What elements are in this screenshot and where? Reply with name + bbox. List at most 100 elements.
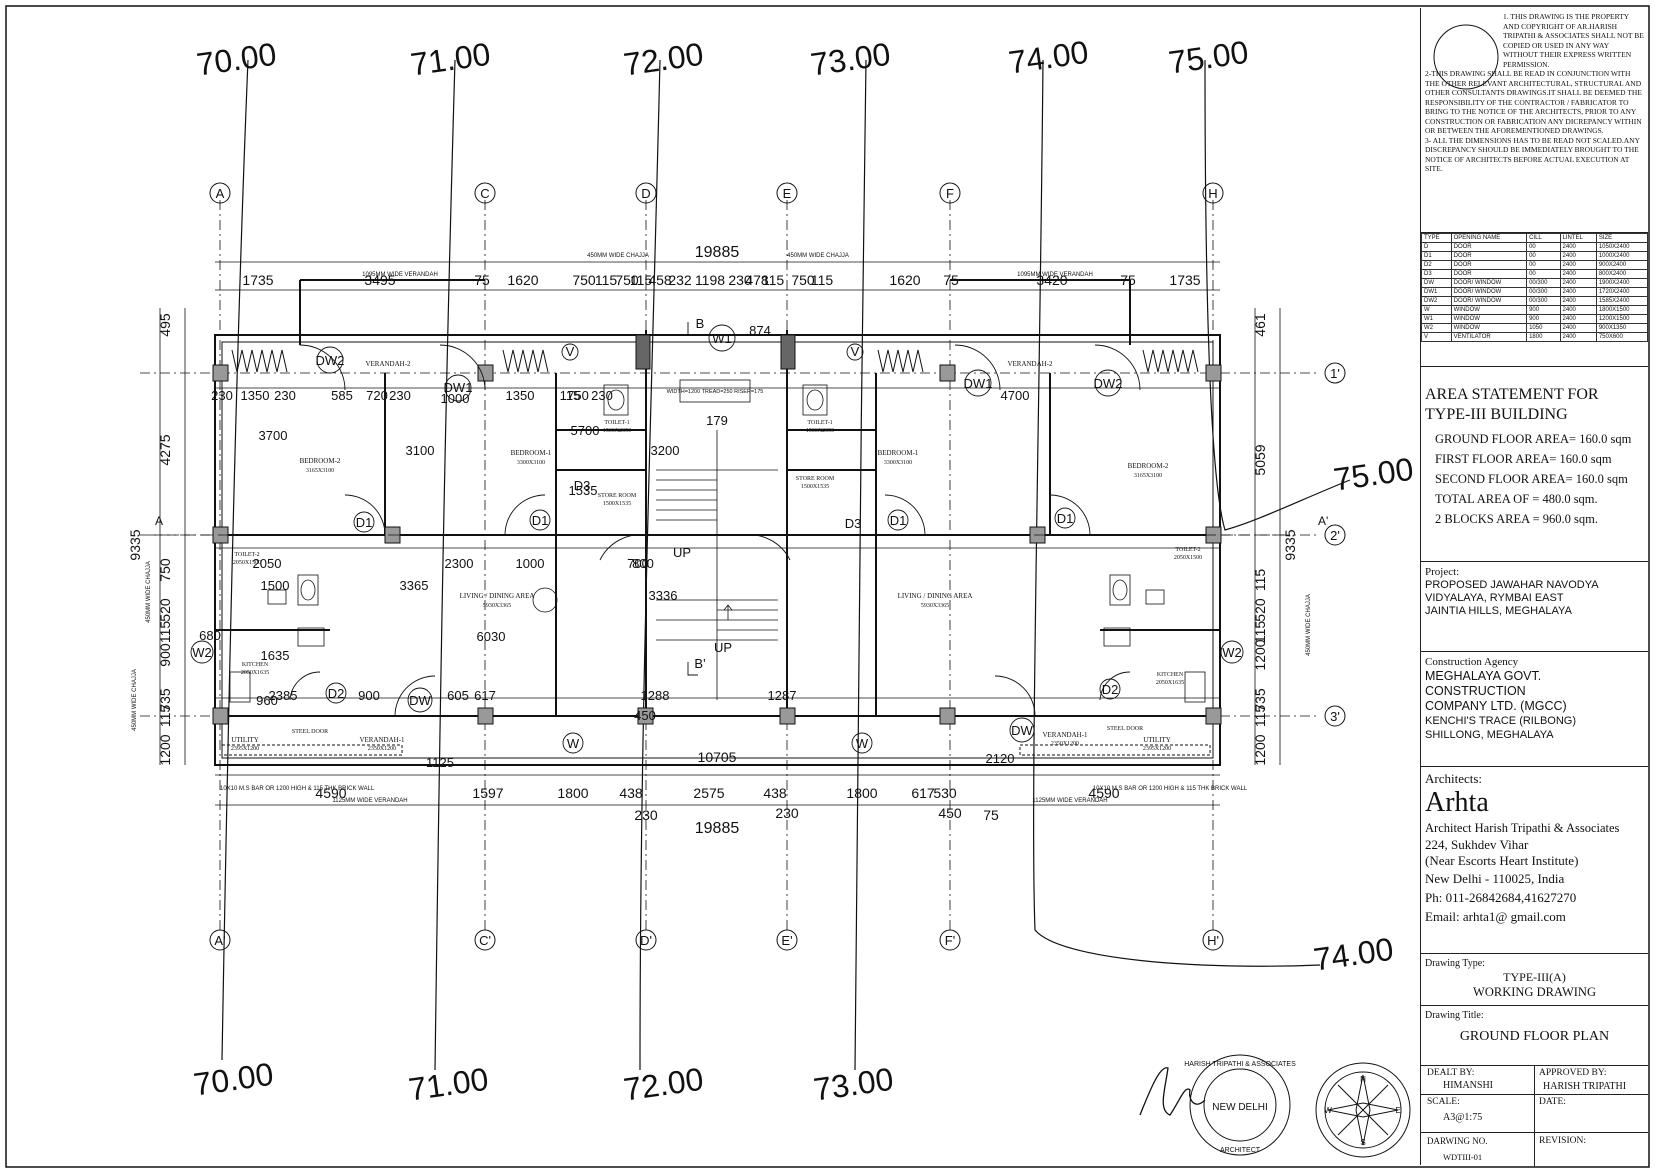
schedule-cell: 1050X2400 <box>1595 242 1649 252</box>
dimension-label: 230 <box>591 388 613 403</box>
schedule-cell: 1000X2400 <box>1595 251 1649 261</box>
dimension-label: 1200 <box>157 734 173 765</box>
schedule-cell: W1 <box>1421 314 1452 324</box>
room-name: STEEL DOOR <box>1107 726 1143 732</box>
schedule-cell: 2400 <box>1559 260 1597 270</box>
dimension-label: 230 <box>728 272 752 288</box>
room-name: UTILITY <box>1143 736 1171 744</box>
project-line: VIDYALAYA, RYMBAI EAST <box>1425 592 1564 604</box>
meta-section: DEALT BY: HIMANSHI APPROVED BY: HARISH T… <box>1421 1065 1648 1166</box>
dimension-label: 1800 <box>846 785 877 801</box>
dimension-label: 230 <box>389 388 411 403</box>
dimension-label: 750 <box>572 272 596 288</box>
schedule-cell: WINDOW <box>1450 314 1528 324</box>
agency-line: SHILLONG, MEGHALAYA <box>1425 729 1554 741</box>
dimension-label: 720 <box>366 388 388 403</box>
agency-line: CONSTRUCTION <box>1425 684 1526 698</box>
opening-tag: DW <box>1011 723 1033 738</box>
dimension-label: 1000 <box>441 391 470 406</box>
dimension-label: 2575 <box>693 785 724 801</box>
schedule-cell: 2400 <box>1559 287 1597 297</box>
drawing-no-label: DARWING NO. <box>1427 1136 1488 1146</box>
schedule-cell: 2400 <box>1559 242 1597 252</box>
contour-label: 75.00 <box>1331 451 1415 498</box>
dimension-label: 3700 <box>259 428 288 443</box>
dimension-label: 9335 <box>127 529 143 560</box>
room-size: 1500X2050 <box>806 428 834 434</box>
dimension-label: 1620 <box>889 272 920 288</box>
grid-bubble-bottom <box>209 929 231 951</box>
schedule-cell: DW2 <box>1421 296 1452 306</box>
contour-label: 70.00 <box>194 36 278 83</box>
fixtures <box>229 384 1206 703</box>
grid-bubble-top <box>1202 182 1224 204</box>
compass-rose <box>1315 1062 1411 1158</box>
grid-label: D' <box>640 933 652 948</box>
room-name: BEDROOM-2 <box>300 457 341 465</box>
opening-tag: D1 <box>1057 511 1074 526</box>
schedule-cell: VENTILATOR <box>1450 332 1528 342</box>
dimension-label: 75 <box>943 272 959 288</box>
dimension-label: 2385 <box>269 688 298 703</box>
dimension-label: 900 <box>157 643 173 667</box>
schedule-header: CILL <box>1526 233 1561 243</box>
dimension-label: 1500 <box>261 578 290 593</box>
dimension-label: 750 <box>791 272 815 288</box>
opening-tag: DW1 <box>964 376 993 391</box>
scale-label: SCALE: <box>1427 1097 1460 1107</box>
schedule-cell: 00/300 <box>1526 287 1561 297</box>
approved-by-label: APPROVED BY: <box>1539 1068 1607 1078</box>
grid-label: H <box>1208 186 1217 201</box>
drawing-type-label: Drawing Type: <box>1425 958 1485 969</box>
room-name: LIVING / DINING AREA <box>898 592 973 600</box>
opening-tag: W <box>856 736 869 751</box>
schedule-cell: 00 <box>1526 269 1561 279</box>
dimension-label: 2300 <box>445 556 474 571</box>
area-line: FIRST FLOOR AREA= 160.0 sqm <box>1435 452 1612 466</box>
architects-line: Ph: 011-26842684,41627270 <box>1425 890 1577 905</box>
room-size: 1500X2050 <box>603 428 631 434</box>
dimension-label: 115 <box>811 272 834 288</box>
drawing-title-section: Drawing Title: GROUND FLOOR PLAN <box>1421 1005 1648 1065</box>
opening-tag: W2 <box>1222 645 1242 660</box>
architects-line: New Delhi - 110025, India <box>1425 871 1565 886</box>
architect-stamp <box>1189 1054 1291 1156</box>
dimension-label: 19885 <box>695 244 740 261</box>
architects-section: Architects: Arhta Architect Harish Tripa… <box>1421 766 1648 956</box>
dimension-label: 1200 <box>1252 734 1268 765</box>
dimension-label: 1350 <box>506 388 535 403</box>
drawing-title: GROUND FLOOR PLAN <box>1459 1029 1610 1044</box>
plan-note: WIDTH=1200 TREAD=250 RISER=175 <box>667 389 764 395</box>
schedule-cell: DOOR <box>1450 251 1528 261</box>
schedule-cell: 1720X2400 <box>1595 287 1649 297</box>
project-line: PROPOSED JAWAHAR NAVODYA <box>1425 579 1599 591</box>
dimension-label: 1597 <box>472 785 503 801</box>
dimension-label: 530 <box>933 785 957 801</box>
opening-tag: UP <box>673 545 691 560</box>
opening-tag: V <box>566 344 575 359</box>
grid-label: F <box>946 186 954 201</box>
schedule-cell: 00/300 <box>1526 278 1561 288</box>
agency-line: COMPANY LTD. (MGCC) <box>1425 699 1567 713</box>
dimension-label: 438 <box>619 785 643 801</box>
stamp-text: ARCHITECT <box>1220 1147 1261 1154</box>
dimension-label: 10705 <box>698 749 737 765</box>
drawing-no: WDTIII-01 <box>1443 1152 1483 1162</box>
room-size: 3165X3100 <box>306 468 334 474</box>
schedule-cell: 2400 <box>1559 332 1597 342</box>
dimension-label: 1198 <box>695 272 725 288</box>
schedule-cell: D <box>1421 242 1452 252</box>
schedule-cell: 2400 <box>1559 323 1597 333</box>
grid-bubble-top <box>209 182 231 204</box>
dimension-label: 115 <box>1252 621 1268 644</box>
dimension-label: 3495 <box>364 272 395 288</box>
dimension-label: 1350 <box>241 388 270 403</box>
staircase <box>656 379 778 700</box>
area-line: 2 BLOCKS AREA = 960.0 sqm. <box>1435 512 1598 526</box>
room-size: 2395X1200 <box>231 746 259 752</box>
